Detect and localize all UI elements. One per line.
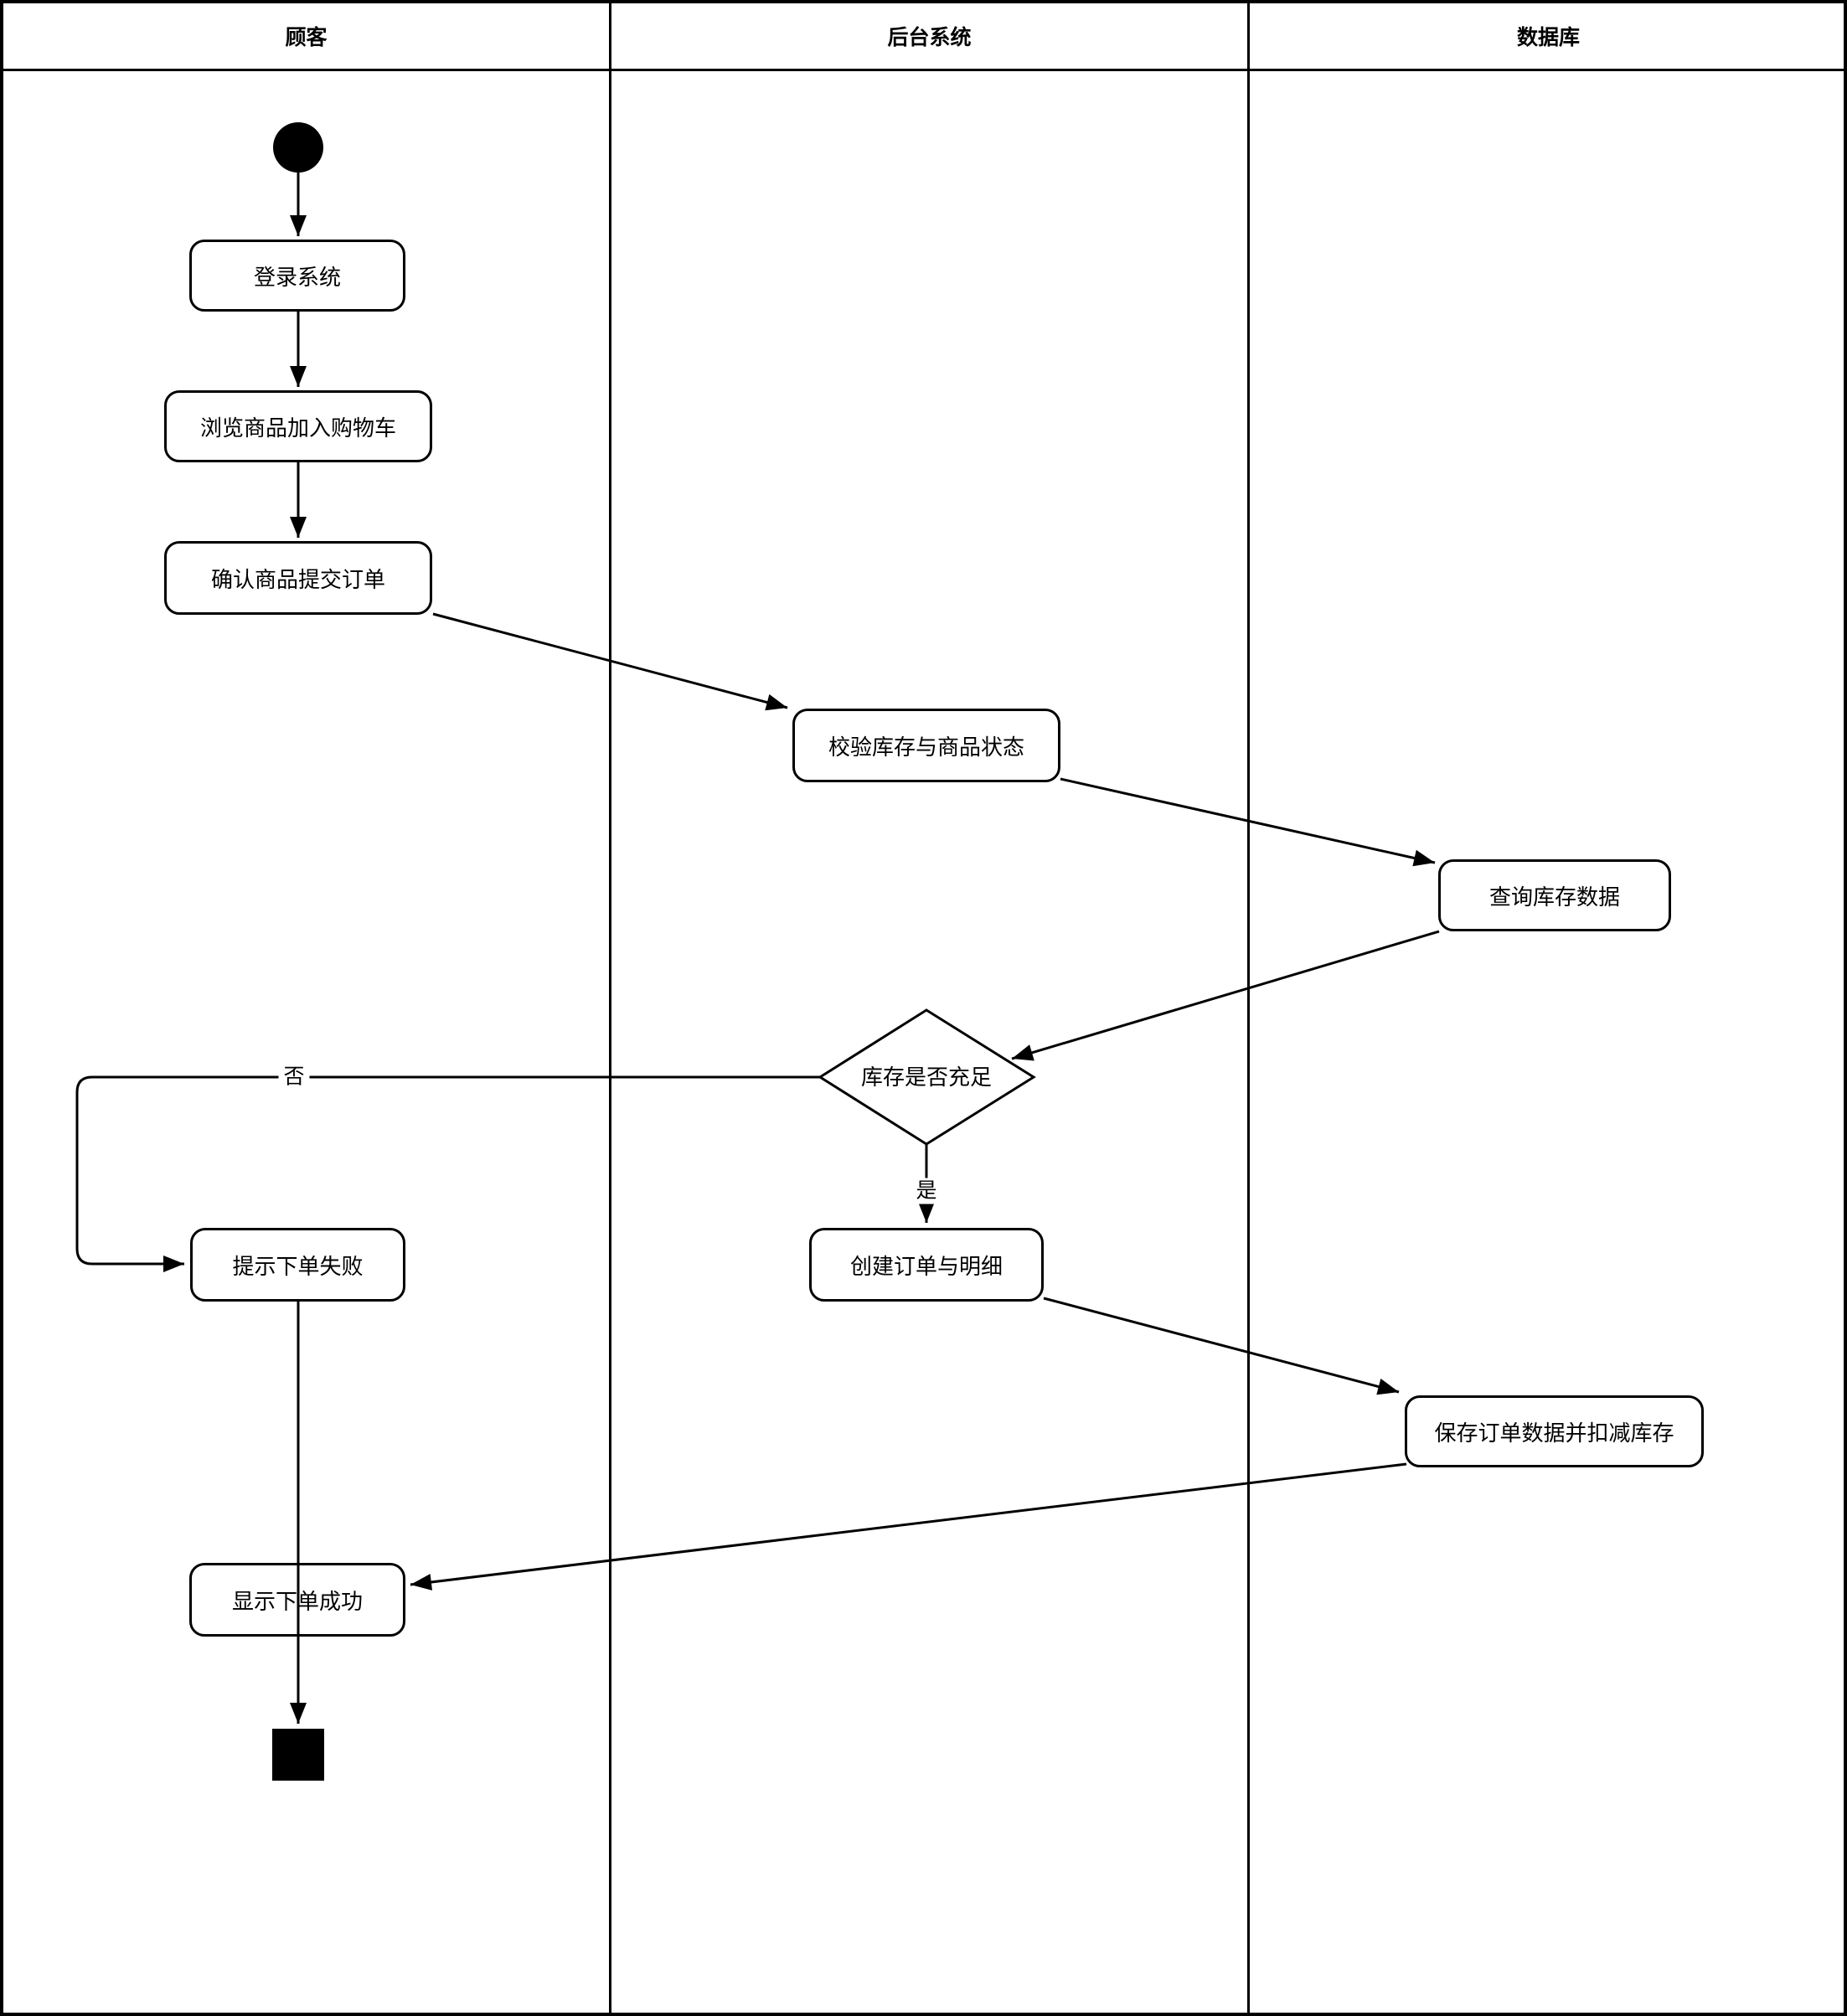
edge-create-to-save [1043,1297,1400,1395]
lane-header-backend: 后台系统 [611,3,1247,69]
lane-header-customer: 顾客 [3,3,609,69]
edge-label-no: 否 [278,1064,310,1090]
activity-node-confirm: 确认商品提交订单 [164,541,432,615]
lane-header-customer-label: 顾客 [285,26,328,49]
activity-node-save: 保存订单数据并扣减库存 [1405,1395,1704,1467]
activity-node-success-label: 显示下单成功 [231,1588,363,1614]
activity-node-browse: 浏览商品加入购物车 [164,390,432,462]
lane-header-separator [3,69,1844,71]
activity-node-query: 查询库存数据 [1438,859,1671,931]
start-node [273,122,323,173]
edge-label-yes: 是 [911,1178,942,1204]
activity-node-fail: 提示下单失败 [190,1228,405,1302]
edge-decision-no-to-fail [75,1075,820,1272]
lane-header-database-label: 数据库 [1516,26,1580,49]
activity-node-query-label: 查询库存数据 [1488,884,1620,910]
activity-node-save-label: 保存订单数据并扣减库存 [1434,1420,1674,1446]
activity-node-browse-label: 浏览商品加入购物车 [199,415,396,441]
activity-node-login-label: 登录系统 [253,264,341,290]
activity-node-login: 登录系统 [189,240,405,312]
activity-node-fail-label: 提示下单失败 [232,1253,364,1279]
lane-header-database: 数据库 [1250,3,1844,69]
activity-node-validate: 校验库存与商品状态 [792,709,1060,782]
activity-node-create-label: 创建订单与明细 [849,1253,1003,1279]
activity-node-validate-label: 校验库存与商品状态 [828,734,1024,760]
lane-divider-1 [609,3,611,2013]
edge-save-to-success [410,1462,1407,1591]
decision-diamond-label: 库存是否充足 [860,1065,993,1090]
activity-node-create: 创建订单与明细 [809,1228,1044,1302]
lane-header-backend-label: 后台系统 [887,26,972,49]
activity-node-confirm-label: 确认商品提交订单 [210,566,385,592]
end-node [272,1729,324,1781]
activity-node-success: 显示下单成功 [189,1563,405,1637]
edge-query-to-decision [1011,930,1440,1061]
lane-divider-2 [1247,3,1250,2013]
